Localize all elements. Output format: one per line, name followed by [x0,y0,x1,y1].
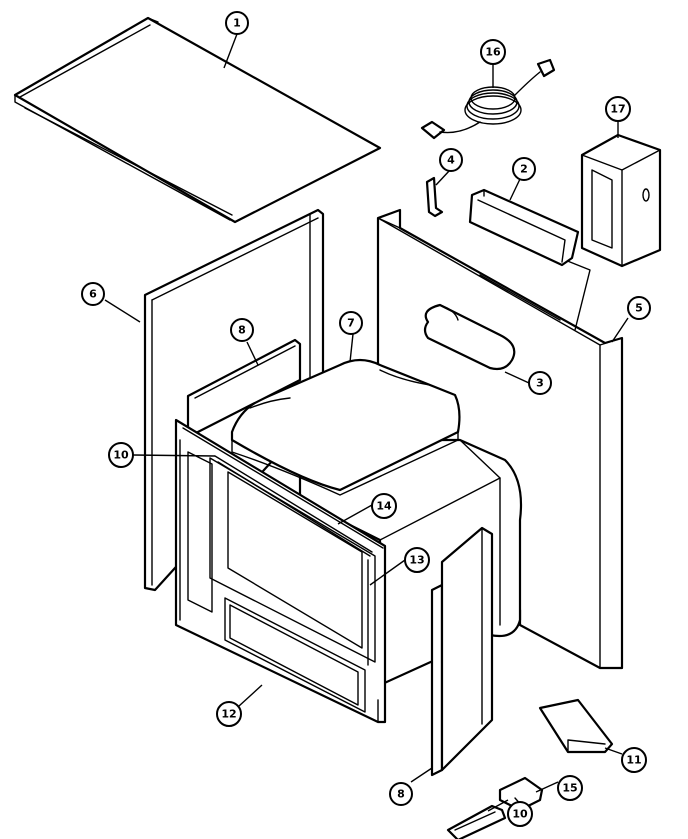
vent-duct-part [423,303,516,371]
callout-2-label: 2 [520,163,528,176]
callout-13-label: 13 [409,554,424,567]
power-cord-part [420,58,556,140]
hinge-guard-part [538,698,614,754]
callout-14: 14 [371,493,397,519]
callout-10-lower-label: 10 [512,808,528,821]
callout-17-label: 17 [610,103,625,116]
front-frame-part [174,418,387,724]
callout-8-lower: 8 [389,782,413,806]
callout-16: 16 [480,39,506,65]
callout-3-label: 3 [536,377,544,390]
callout-4-label: 4 [447,154,455,167]
callout-5-label: 5 [635,302,643,315]
callout-11: 11 [621,747,647,773]
callout-6: 6 [81,282,105,306]
small-bracket-part [425,176,444,218]
callout-1: 1 [225,11,249,35]
callout-5: 5 [627,296,651,320]
callout-4: 4 [439,148,463,172]
callout-14-label: 14 [376,500,392,513]
insulation-blanket-part [230,358,461,496]
callout-8-upper-label: 8 [238,324,246,337]
callout-10-upper-label: 10 [113,449,129,462]
leader-lines [104,33,629,812]
callout-10-upper: 10 [108,442,134,468]
vent-trim-part [468,188,580,267]
callout-17: 17 [605,96,631,122]
callout-8-upper: 8 [230,318,254,342]
gasket-part [214,455,373,666]
callout-7-label: 7 [347,317,355,330]
callout-12: 12 [216,701,242,727]
junction-box-part [580,133,662,268]
callout-12-label: 12 [221,708,236,721]
callout-15-label: 15 [562,782,577,795]
callout-2: 2 [512,157,536,181]
wedge-part [446,804,507,839]
top-panel-part [13,16,382,224]
callout-16-label: 16 [485,46,501,59]
callout-8-lower-label: 8 [397,788,405,801]
callout-6-label: 6 [89,288,97,301]
callout-3: 3 [528,371,552,395]
callout-7: 7 [339,311,363,335]
trim-strip-part [430,526,494,777]
callout-11-label: 11 [626,754,641,767]
callout-13: 13 [404,547,430,573]
callout-15: 15 [557,775,583,801]
callout-10-lower: 10 [507,801,533,827]
callout-1-label: 1 [233,17,241,30]
